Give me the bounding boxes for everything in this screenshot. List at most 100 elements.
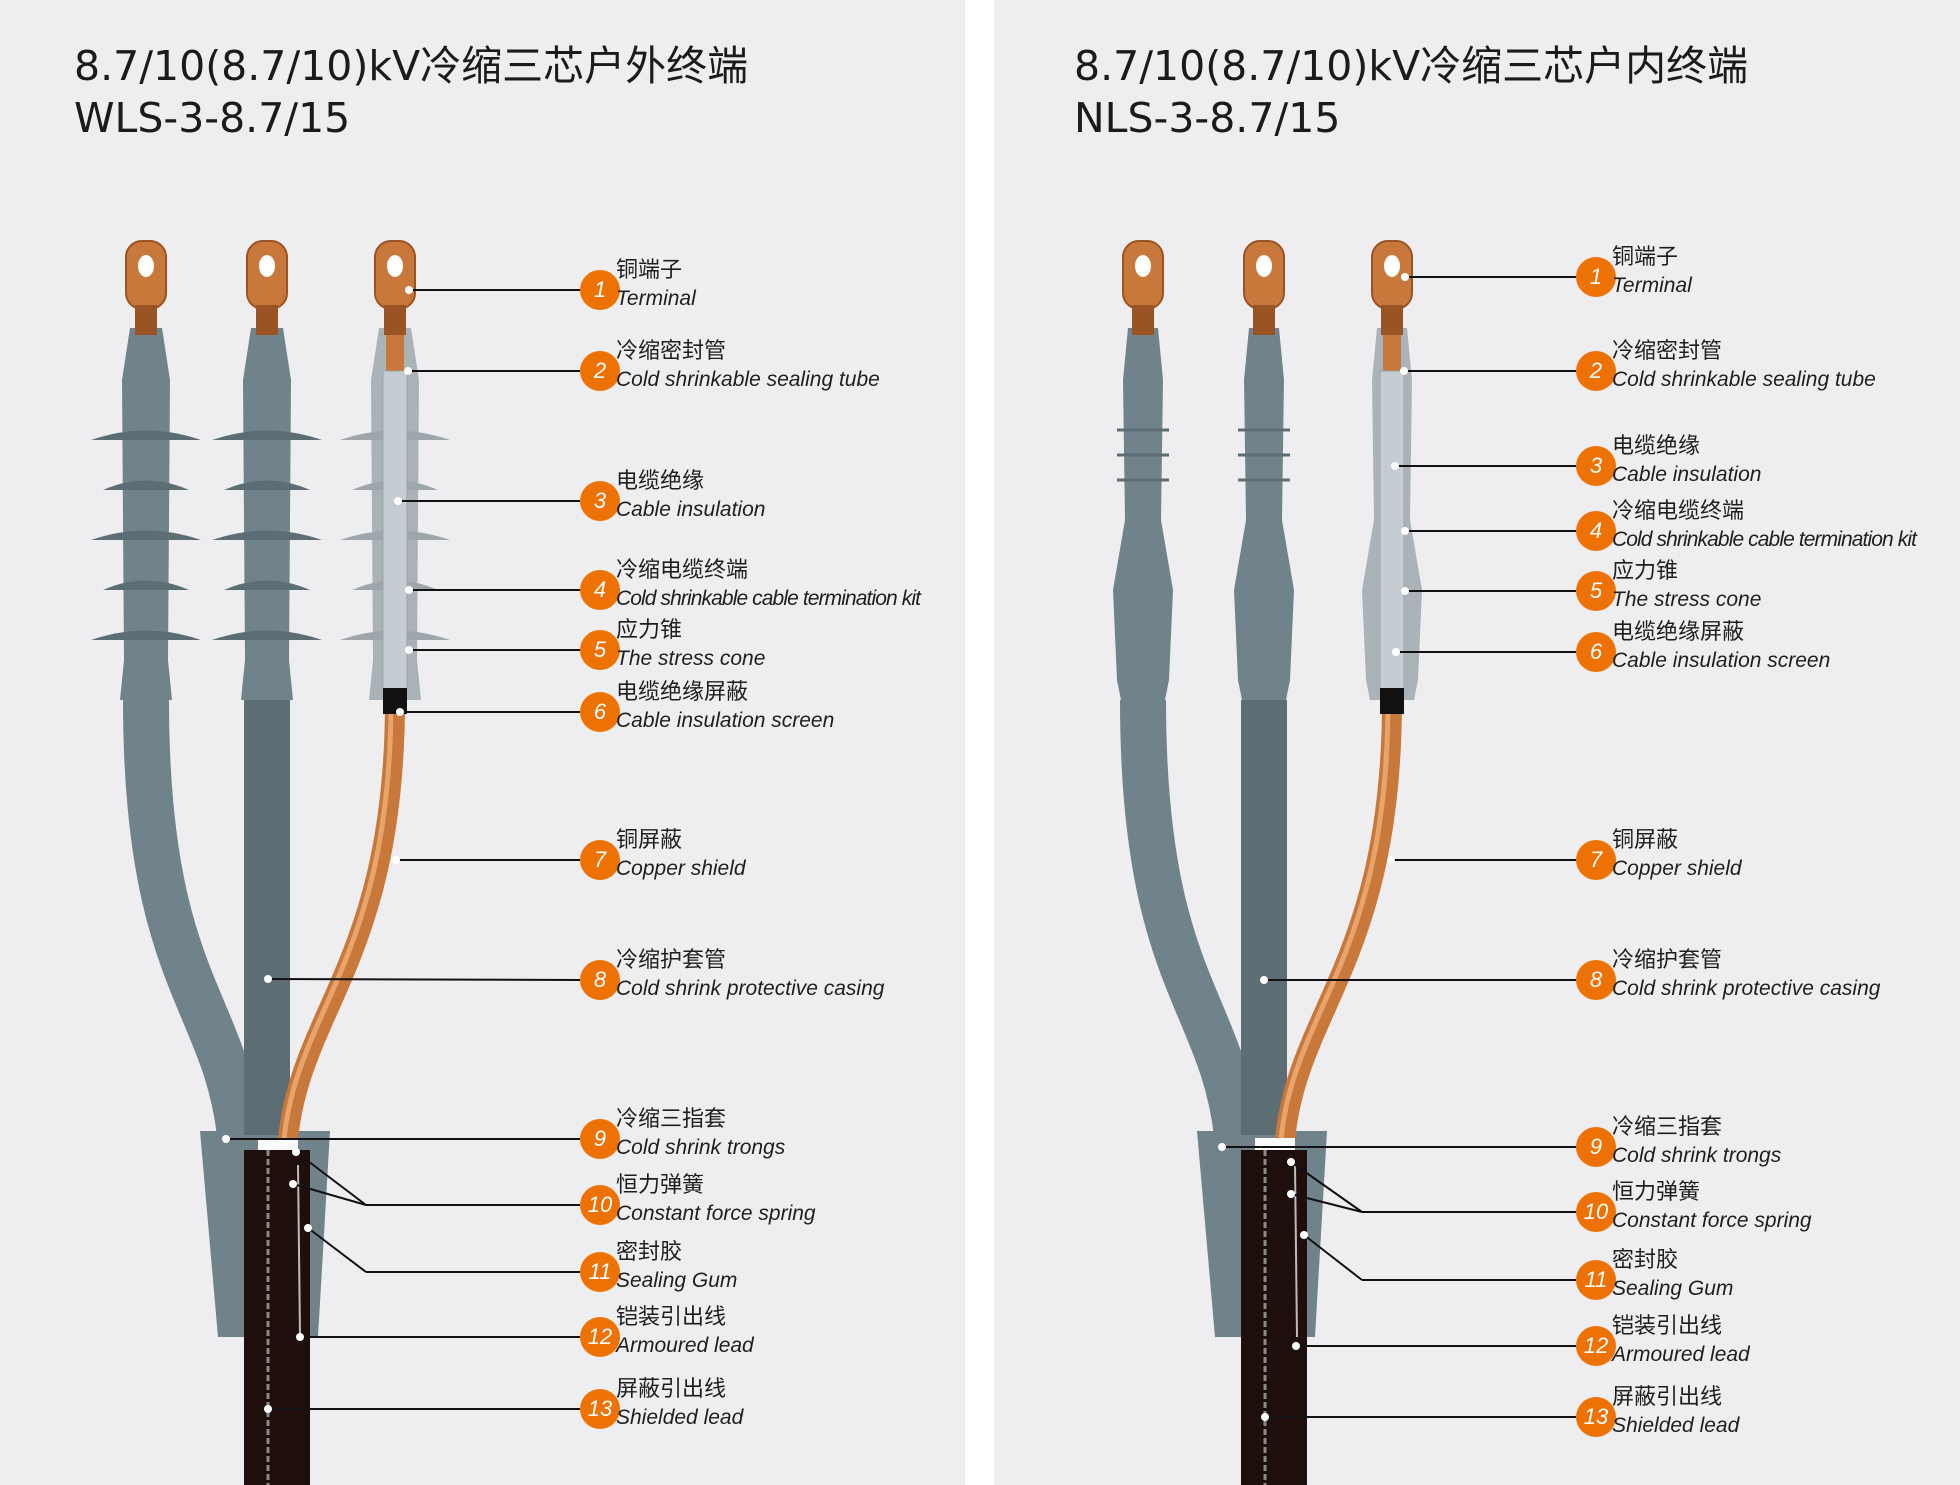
label-english: Cable insulation	[616, 498, 766, 521]
label-english: Cold shrink protective casing	[616, 977, 885, 1000]
label-english: Shielded lead	[1612, 1414, 1740, 1437]
outdoor-callout-number: 13	[580, 1389, 620, 1429]
outdoor-callout-number: 11	[580, 1252, 620, 1292]
outdoor-leader-dot	[394, 497, 402, 505]
indoor-insulation-screen	[1380, 688, 1404, 714]
indoor-cable-1-lug-neck	[1132, 305, 1154, 335]
outdoor-leader-dot	[289, 1180, 297, 1188]
indoor-leader-line	[1303, 1234, 1363, 1281]
outdoor-copper-highlight	[281, 699, 394, 1141]
outdoor-callout-number: 1	[580, 270, 620, 310]
label-english: Shielded lead	[616, 1406, 744, 1429]
indoor-leader-dot	[1392, 648, 1400, 656]
label-chinese: 铜屏蔽	[1612, 828, 1679, 853]
indoor-leader-line	[1290, 1193, 1363, 1213]
label-chinese: 铠装引出线	[616, 1305, 727, 1330]
indoor-insulation-tube	[1379, 370, 1405, 690]
label-chinese: 应力锥	[1612, 559, 1679, 584]
outdoor-leader-dot	[304, 1224, 312, 1232]
indoor-indoor-body	[1113, 328, 1173, 700]
indoor-leader-dot	[1391, 462, 1399, 470]
label-chinese: 密封胶	[616, 1240, 683, 1265]
label-english: Constant force spring	[616, 1202, 816, 1225]
outdoor-callout-number: 7	[580, 840, 620, 880]
label-chinese: 冷缩护套管	[1612, 948, 1723, 973]
outdoor-callout-label: 冷缩密封管 Cold shrinkable sealing tube	[616, 338, 880, 394]
outdoor-left-branch	[123, 699, 263, 1138]
indoor-armoured-lead-wire	[1294, 1164, 1298, 1338]
indoor-cable-body-2	[1234, 328, 1294, 700]
outdoor-shed	[224, 480, 310, 490]
outdoor-callout-label: 铠装引出线 Armoured lead	[616, 1304, 754, 1360]
label-english: Cold shrinkable sealing tube	[1612, 368, 1876, 391]
indoor-leader-dot	[1260, 976, 1268, 984]
outdoor-insulation-tube	[382, 370, 408, 690]
outdoor-shed	[103, 480, 189, 490]
label-english: The stress cone	[616, 647, 766, 670]
indoor-callout-number: 9	[1576, 1127, 1616, 1167]
outdoor-callout-number: 6	[580, 692, 620, 732]
indoor-title: 8.7/10(8.7/10)kV冷缩三芯户内终端 NLS-3-8.7/15	[1074, 40, 1748, 144]
indoor-model-number: NLS-3-8.7/15	[1074, 94, 1341, 142]
outdoor-title-line1: 8.7/10(8.7/10)kV冷缩三芯户外终端	[74, 42, 749, 90]
outdoor-shed	[91, 530, 201, 540]
indoor-callout-number: 7	[1576, 840, 1616, 880]
indoor-callout-label: 冷缩密封管 Cold shrinkable sealing tube	[1612, 338, 1876, 394]
outdoor-callout-number: 8	[580, 960, 620, 1000]
label-chinese: 冷缩密封管	[1612, 339, 1723, 364]
outdoor-shed	[212, 530, 322, 540]
indoor-cable-2-lug-hole	[1256, 255, 1272, 277]
outdoor-leader-line	[267, 978, 581, 981]
outdoor-callout-number: 5	[580, 630, 620, 670]
label-english: Copper shield	[616, 857, 746, 880]
label-english: Sealing Gum	[616, 1269, 738, 1292]
outdoor-leader-dot	[405, 586, 413, 594]
outdoor-leader-line	[307, 1227, 367, 1273]
outdoor-callout-label: 密封胶 Sealing Gum	[616, 1239, 737, 1295]
label-chinese: 冷缩密封管	[616, 339, 727, 364]
label-english: Cold shrinkable cable termination kit	[616, 587, 921, 610]
outdoor-leader-line	[295, 1151, 367, 1206]
outdoor-callout-number: 2	[580, 351, 620, 391]
outdoor-cable-body-1	[91, 328, 201, 700]
indoor-callout-number: 13	[1576, 1397, 1616, 1437]
outdoor-callout-number: 4	[580, 570, 620, 610]
label-chinese: 电缆绝缘	[616, 469, 705, 494]
outdoor-cable-3-lug-hole	[387, 255, 403, 277]
label-english: Copper shield	[1612, 857, 1742, 880]
indoor-cable-2-lug-neck	[1253, 305, 1275, 335]
label-english: Armoured lead	[616, 1334, 754, 1357]
indoor-copper-highlight	[1278, 699, 1391, 1141]
indoor-callout-label: 铜屏蔽 Copper shield	[1612, 827, 1742, 883]
outdoor-cable-2-lug-neck	[256, 305, 278, 335]
outdoor-insulator-body	[120, 328, 172, 700]
indoor-callout-number: 4	[1576, 511, 1616, 551]
label-chinese: 铜端子	[616, 258, 683, 283]
label-chinese: 恒力弹簧	[616, 1173, 705, 1198]
indoor-leader-dot	[1287, 1158, 1295, 1166]
outdoor-shed	[91, 630, 201, 640]
label-chinese: 铠装引出线	[1612, 1314, 1723, 1339]
indoor-cable-1-lug-hole	[1135, 255, 1151, 277]
outdoor-leader-dot	[292, 1148, 300, 1156]
outdoor-leader-dot	[222, 1135, 230, 1143]
indoor-left-branch	[1120, 699, 1260, 1138]
indoor-leader-dot	[1401, 273, 1409, 281]
label-chinese: 冷缩护套管	[616, 948, 727, 973]
label-english: Cold shrinkable sealing tube	[616, 368, 880, 391]
label-chinese: 密封胶	[1612, 1248, 1679, 1273]
